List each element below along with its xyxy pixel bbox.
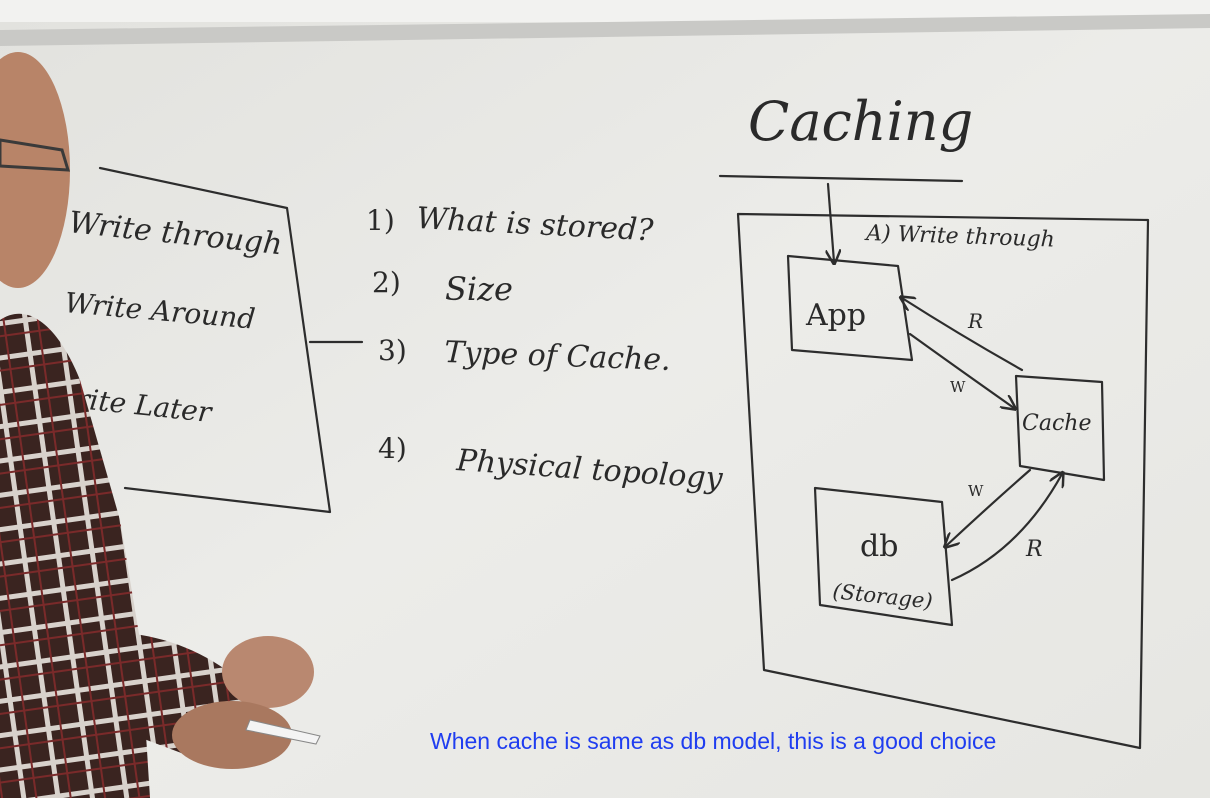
db-box (813, 486, 954, 627)
cache-box (1014, 374, 1106, 482)
read-label-bottom: R (1025, 537, 1043, 562)
question-3-number: 3) (378, 334, 407, 367)
presenter-hand-upper (222, 636, 314, 708)
write-label-bottom: W (968, 482, 984, 500)
write-label-top: W (950, 378, 966, 396)
arrow-cache-to-app-read (902, 298, 1024, 372)
question-3-text: Type of Cache. (444, 335, 671, 378)
arrow-cache-to-db-write (946, 468, 1032, 546)
app-box (786, 254, 914, 362)
question-2-text: Size (445, 270, 513, 308)
question-4-number: 4) (378, 432, 407, 465)
left-list-bracket (98, 166, 332, 514)
presenter (0, 52, 321, 798)
cache-label: Cache (1022, 411, 1091, 436)
board-top-frame (0, 0, 1210, 22)
board-top-rail (0, 14, 1210, 46)
presenter-glasses (0, 138, 71, 172)
db-label: db (860, 529, 898, 564)
app-label: App (805, 298, 866, 333)
presenter-head (0, 52, 70, 288)
arrow-app-to-cache-write (908, 332, 1014, 408)
question-1-number: 1) (366, 204, 395, 237)
subtitle-caption: When cache is same as db model, this is … (430, 728, 997, 754)
read-label-top: R (967, 309, 983, 333)
title-underline (718, 174, 964, 183)
question-2-number: 2) (372, 266, 401, 299)
presenter-marker (245, 719, 321, 745)
arrow-db-to-cache-read (950, 474, 1062, 582)
entry-arrow (828, 182, 834, 262)
presenter-hand-lower (172, 701, 292, 769)
diagram-frame (736, 212, 1150, 750)
title-caching: Caching (748, 90, 973, 153)
